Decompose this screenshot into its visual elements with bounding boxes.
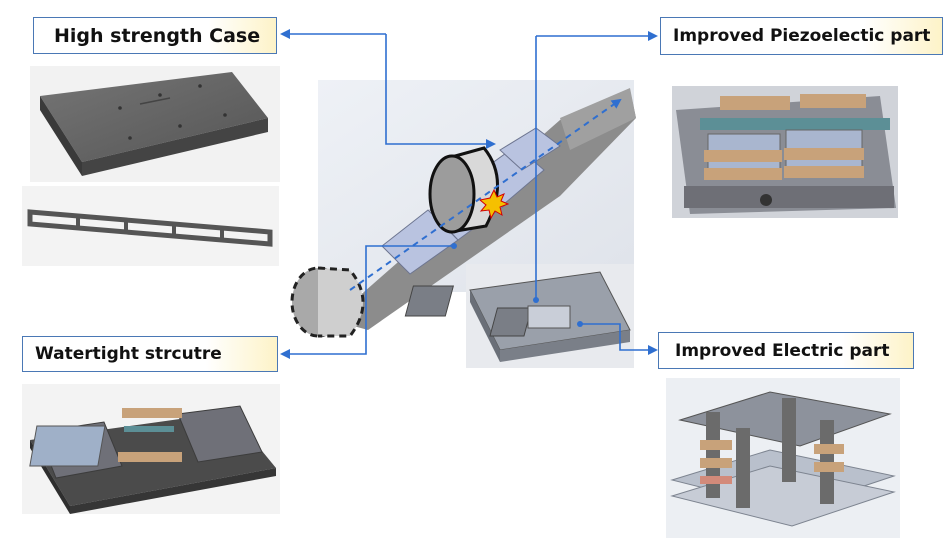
label-improved-piezoelectric-part: Improved Piezoelectic part <box>660 17 943 55</box>
connector-dot-electric <box>577 321 583 327</box>
piezo-render <box>672 86 898 218</box>
watertight-render <box>22 384 280 514</box>
label-improved-electric-part: Improved Electric part <box>658 332 914 369</box>
label-high-strength-case: High strength Case <box>33 17 277 54</box>
connector-case-target <box>385 34 496 149</box>
direction-arrow <box>349 98 622 291</box>
frame-render <box>22 186 279 266</box>
connector-dot-piezo <box>533 297 539 303</box>
case-render <box>30 66 280 182</box>
connector-lines <box>280 29 658 359</box>
connector-dot-watertight <box>451 243 457 249</box>
connector-electric <box>580 323 658 355</box>
electric-render <box>666 378 900 538</box>
connector-watertight <box>280 245 454 359</box>
label-watertight-structure: Watertight strcutre <box>22 336 278 372</box>
